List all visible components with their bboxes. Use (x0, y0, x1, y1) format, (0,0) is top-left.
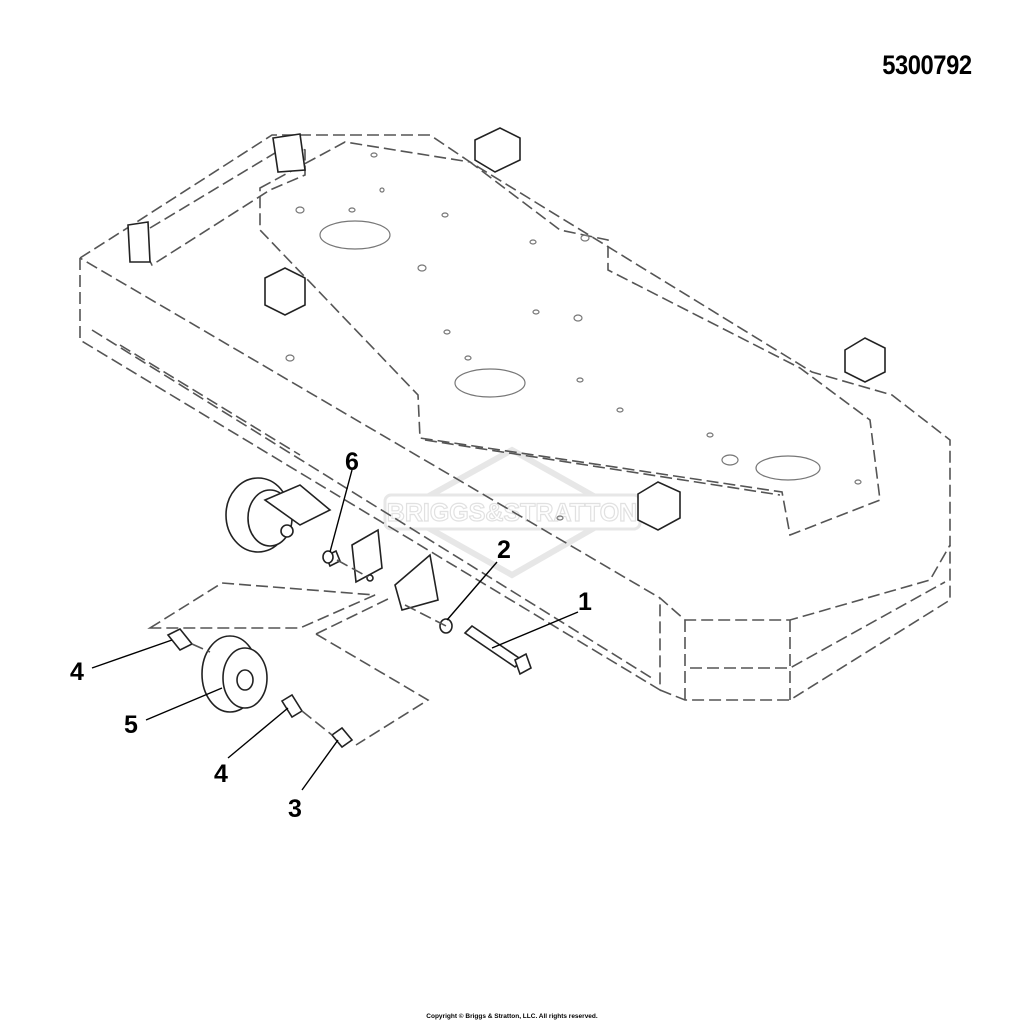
caster-bracket (324, 528, 439, 611)
callout-3: 3 (288, 795, 302, 823)
callout-5: 5 (124, 711, 138, 739)
deck-holes (285, 152, 862, 521)
callout-1: 1 (578, 588, 592, 616)
mounted-caster-wheel (225, 477, 332, 553)
leader-lines (91, 469, 579, 791)
nut-6 (322, 550, 334, 564)
washer-2 (439, 618, 453, 634)
hanger-blocks (127, 127, 886, 531)
callout-4b: 4 (214, 760, 228, 788)
watermark-text: BRIGGS&STRATTON (387, 499, 637, 527)
callout-6: 6 (345, 448, 359, 476)
hardware-parts (166, 550, 532, 749)
briggs-stratton-watermark: BRIGGS&STRATTON (383, 446, 642, 579)
callout-2: 2 (497, 536, 511, 564)
callouts: 6 2 1 4 5 4 3 (70, 448, 592, 823)
caster-wheel-5 (201, 635, 268, 713)
assembly-lines (147, 559, 447, 746)
bolt-1 (463, 624, 524, 669)
callout-4a: 4 (70, 658, 84, 686)
bearing-3 (330, 726, 354, 749)
mower-deck (79, 127, 951, 701)
spacer-4b (280, 693, 304, 719)
diagram-number: 5300792 (882, 50, 973, 80)
copyright-notice: Copyright © Briggs & Stratton, LLC. All … (426, 1013, 598, 1020)
